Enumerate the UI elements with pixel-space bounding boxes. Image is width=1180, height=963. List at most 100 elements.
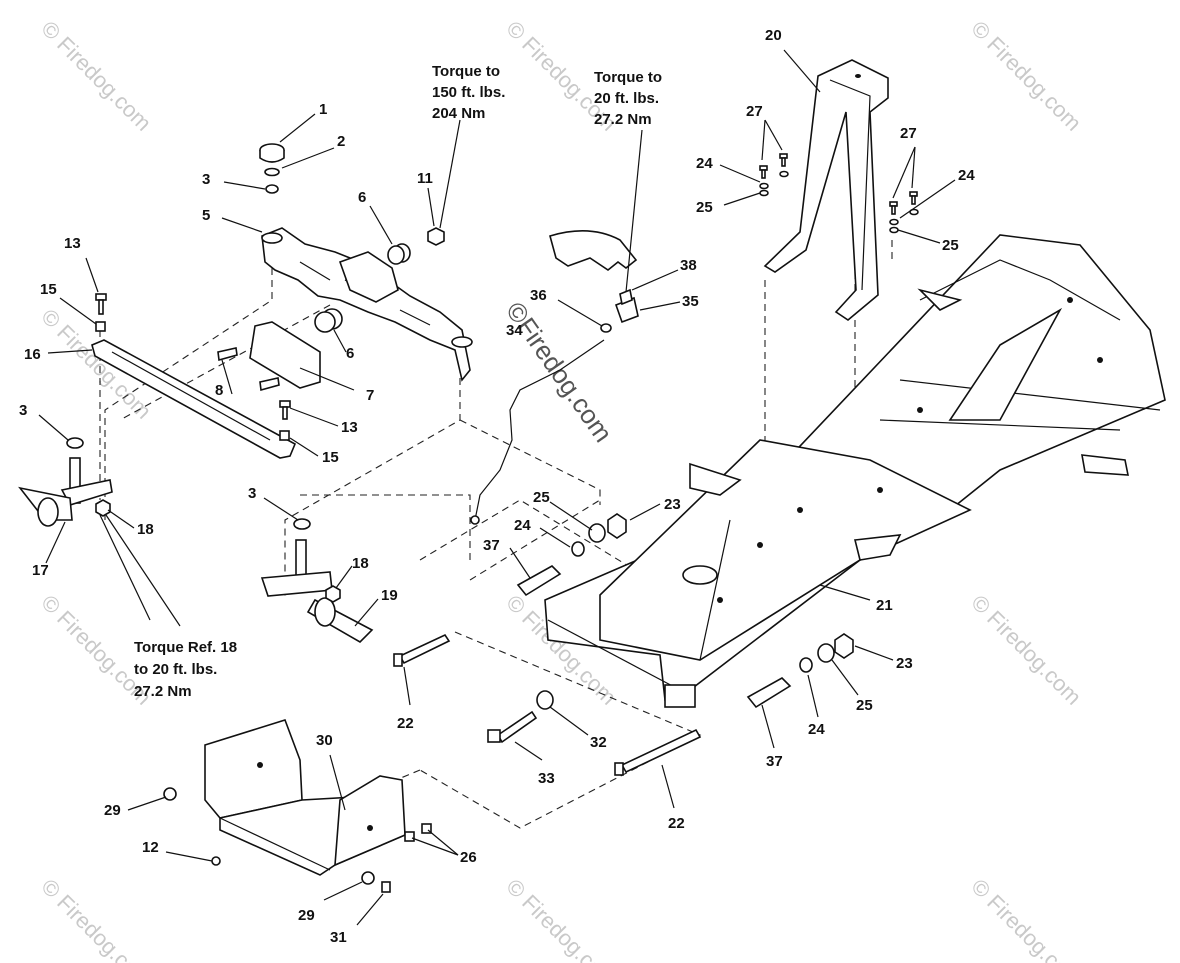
- callout-3: 3: [202, 171, 210, 188]
- callout-31: 31: [330, 929, 347, 946]
- part-bolt-33: [487, 710, 538, 744]
- part-fastener-29-upper: [163, 787, 177, 801]
- callout-3: 3: [19, 402, 27, 419]
- callout-1: 1: [319, 101, 327, 118]
- callout-23: 23: [896, 655, 913, 672]
- callout-29: 29: [298, 907, 315, 924]
- callout-34: 34: [506, 322, 523, 339]
- part-spacer-37-lower: [746, 677, 792, 709]
- part-bolts-27: [759, 153, 918, 215]
- callout-27: 27: [746, 103, 763, 120]
- part-bolts-8: [217, 347, 280, 392]
- torque-ref18-line1: Torque Ref. 18: [134, 639, 237, 656]
- callout-24: 24: [958, 167, 975, 184]
- callout-32: 32: [590, 734, 607, 751]
- callout-6: 6: [346, 345, 354, 362]
- part-washer-left: [66, 437, 84, 449]
- callout-7: 7: [366, 387, 374, 404]
- callout-24: 24: [696, 155, 713, 172]
- callout-8: 8: [215, 382, 223, 399]
- callout-26: 26: [460, 849, 477, 866]
- leader-lines: [38, 49, 956, 926]
- callout-15: 15: [322, 449, 339, 466]
- callout-13: 13: [64, 235, 81, 252]
- part-spacer-37-upper: [516, 565, 562, 597]
- part-washer-36: [600, 323, 612, 333]
- part-pin-22-lower: [614, 728, 702, 776]
- torque-150-line3: 204 Nm: [432, 105, 485, 122]
- watermark-br: © Firedog.com: [966, 590, 1086, 710]
- watermark-tl: © Firedog.com: [36, 16, 156, 136]
- callout-33: 33: [538, 770, 555, 787]
- part-nut-23-lower: [834, 633, 854, 659]
- torque-note-150: Torque to 150 ft. lbs. 204 Nm: [432, 63, 505, 122]
- torque-20-line1: Torque to: [594, 69, 662, 86]
- callout-5: 5: [202, 207, 210, 224]
- part-bolt-35: [614, 288, 639, 324]
- part-fastener-29-lower: [361, 871, 375, 885]
- part-washers-24-25: [759, 170, 919, 234]
- torque-20-line2: 20 ft. lbs.: [594, 90, 659, 107]
- callout-25: 25: [942, 237, 959, 254]
- part-bolt-13-upper: [95, 293, 107, 315]
- torque-note-ref18: Torque Ref. 18 to 20 ft. lbs. 27.2 Nm: [134, 639, 237, 700]
- callout-24: 24: [808, 721, 825, 738]
- callout-23: 23: [664, 496, 681, 513]
- part-washer-24-upper: [571, 541, 585, 557]
- part-bracket-7: [249, 321, 321, 389]
- part-steering-plate: [549, 230, 638, 271]
- part-nut-23-upper: [607, 513, 627, 539]
- part-spindle-left: [18, 457, 113, 527]
- torque-150-line1: Torque to: [432, 63, 500, 80]
- part-washer-upper: [265, 184, 279, 194]
- callout-27: 27: [900, 125, 917, 142]
- torque-note-20: Torque to 20 ft. lbs. 27.2 Nm: [594, 69, 662, 128]
- part-spacer-15-upper: [95, 321, 106, 332]
- callout-17: 17: [32, 562, 49, 579]
- callout-37: 37: [766, 753, 783, 770]
- part-spacer-15-lower: [279, 430, 290, 441]
- part-bolt-31: [381, 881, 391, 893]
- callout-24: 24: [514, 517, 531, 534]
- part-bushing-lower: [314, 308, 343, 333]
- callout-11: 11: [417, 170, 433, 187]
- callout-3: 3: [248, 485, 256, 502]
- part-washer-25-lower: [817, 643, 835, 663]
- part-shield: [204, 719, 407, 876]
- callout-20: 20: [765, 27, 782, 44]
- part-main-frame: [544, 234, 1166, 708]
- part-column-support: [763, 59, 889, 321]
- callout-22: 22: [397, 715, 414, 732]
- callout-25: 25: [856, 697, 873, 714]
- part-bolt-13-lower: [279, 400, 291, 420]
- part-washer-right: [293, 518, 311, 530]
- part-nut-12: [211, 856, 221, 866]
- callout-25: 25: [696, 199, 713, 216]
- part-washer-32: [536, 690, 554, 710]
- part-bolts-26: [404, 823, 432, 842]
- callout-37: 37: [483, 537, 500, 554]
- watermark-bbl: © Firedog.com: [36, 874, 156, 963]
- part-cap: [259, 143, 285, 163]
- part-nut-18-right: [325, 585, 341, 603]
- watermark-tr: © Firedog.com: [966, 16, 1086, 136]
- part-front-axle: [261, 227, 473, 382]
- callout-16: 16: [24, 346, 41, 363]
- watermark-center: ©Firedog.com: [500, 296, 618, 447]
- callout-labels: 1 2 3 5 6 11 13 15 16 6 8 7 3 13 15 3 18…: [19, 27, 975, 946]
- callout-13: 13: [341, 419, 358, 436]
- torque-20-line3: 27.2 Nm: [594, 111, 652, 128]
- callout-2: 2: [337, 133, 345, 150]
- callout-22: 22: [668, 815, 685, 832]
- callout-6: 6: [358, 189, 366, 206]
- callout-18: 18: [137, 521, 154, 538]
- part-washer-24-lower: [799, 657, 813, 673]
- watermark-bbc: © Firedog.com: [501, 874, 621, 963]
- watermark-bbr: © Firedog.com: [966, 874, 1086, 963]
- callout-12: 12: [142, 839, 159, 856]
- callout-15: 15: [40, 281, 57, 298]
- part-drag-link: [474, 339, 605, 521]
- callout-25: 25: [533, 489, 550, 506]
- torque-ref18-line2: to 20 ft. lbs.: [134, 661, 217, 678]
